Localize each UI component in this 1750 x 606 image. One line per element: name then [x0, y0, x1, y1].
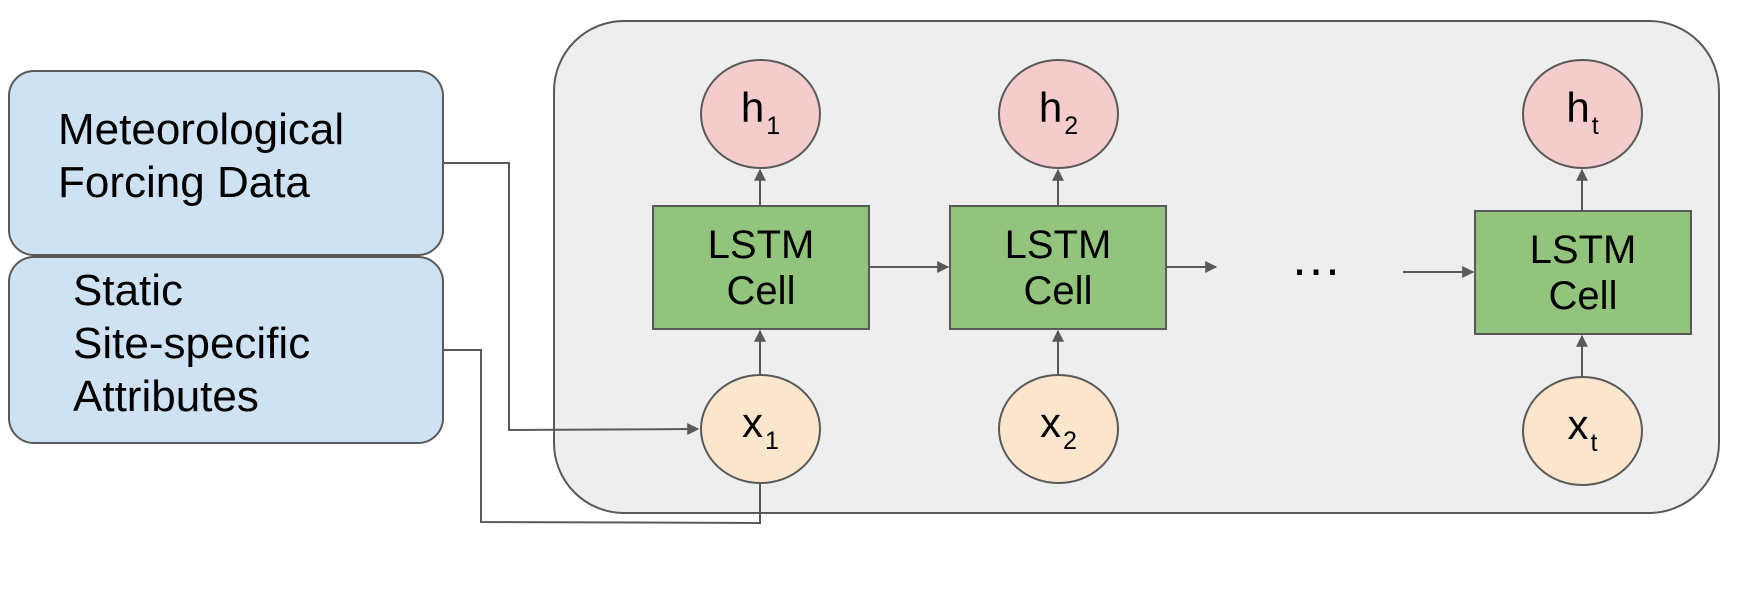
meteorological-forcing-label: Meteorological Forcing Data — [58, 103, 344, 209]
static-attributes-box — [8, 256, 444, 444]
x2-symbol: x — [1040, 399, 1062, 446]
h1-symbol: h — [740, 84, 765, 131]
h1-subscript: 1 — [766, 111, 781, 140]
lstm-cell-1-line1: LSTM — [707, 222, 815, 267]
h2-subscript: 2 — [1064, 111, 1079, 140]
lstm-cell-t: LSTM Cell — [1474, 210, 1692, 335]
lstm-cell-t-line2: Cell — [1548, 273, 1618, 318]
sequence-ellipsis: … — [1290, 229, 1343, 287]
lstm-cell-1: LSTM Cell — [652, 205, 870, 330]
x2-subscript: 2 — [1063, 426, 1077, 455]
lstm-cell-1-line2: Cell — [726, 268, 796, 313]
static-attributes-label: Static Site-specific Attributes — [73, 264, 310, 423]
lstm-cell-t-line1: LSTM — [1529, 227, 1637, 272]
static-attributes-line1: Static — [73, 266, 184, 315]
ht-symbol: h — [1566, 84, 1590, 131]
lstm-cell-2: LSTM Cell — [949, 205, 1167, 330]
lstm-cell-2-line2: Cell — [1023, 268, 1093, 313]
h2-symbol: h — [1038, 84, 1063, 131]
static-attributes-line2: Site-specific — [73, 319, 311, 368]
static-connector — [442, 349, 766, 525]
x1-subscript: 1 — [765, 426, 779, 455]
ht-subscript: t — [1591, 111, 1599, 140]
meteorological-forcing-box — [8, 70, 444, 256]
xt-symbol: x — [1567, 401, 1589, 448]
xt-subscript: t — [1590, 428, 1598, 457]
static-attributes-line3: Attributes — [73, 372, 259, 421]
lstm-cell-2-line1: LSTM — [1004, 222, 1112, 267]
meteorological-forcing-line2: Forcing Data — [58, 158, 310, 207]
meteorological-forcing-line1: Meteorological — [58, 105, 345, 154]
x1-symbol: x — [742, 399, 764, 446]
meteorological-connector — [442, 162, 700, 436]
